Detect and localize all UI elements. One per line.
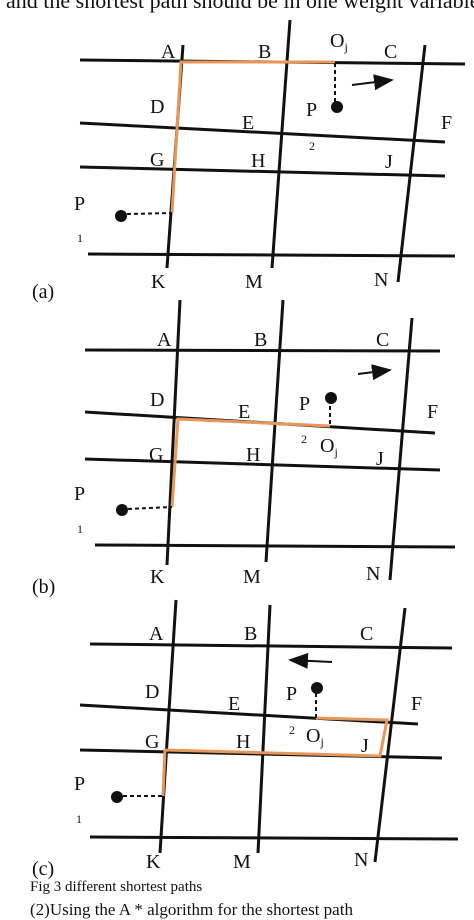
label-p2-sub: 2 (301, 432, 307, 446)
label-b: B (258, 41, 271, 63)
label-f: F (427, 401, 438, 423)
label-oj: Oj (330, 30, 348, 54)
point-p1 (116, 504, 128, 516)
label-a: A (161, 41, 176, 63)
label-p2: P (286, 683, 297, 705)
label-c: C (384, 41, 397, 63)
shortest-path (161, 716, 389, 797)
label-j: J (385, 151, 393, 173)
label-p1: P (74, 193, 85, 215)
road (158, 599, 178, 854)
label-p1-sub: 1 (77, 522, 83, 536)
panel-label-a: (a) (32, 281, 54, 303)
label-b: B (254, 329, 267, 351)
road (256, 604, 272, 854)
panel-label-b: (b) (32, 576, 55, 598)
figure-caption: Fig 3 different shortest paths (30, 879, 203, 895)
arrow-right (357, 364, 392, 381)
label-a: A (149, 623, 164, 645)
label-g: G (145, 731, 159, 753)
label-p2-sub: 2 (309, 139, 315, 153)
label-f: F (441, 112, 452, 134)
label-m: M (245, 271, 263, 293)
label-h: H (251, 150, 265, 172)
road (388, 317, 414, 581)
road (84, 457, 441, 472)
label-j: J (376, 448, 384, 470)
road (79, 121, 446, 144)
label-p1: P (74, 773, 85, 795)
label-e: E (228, 693, 240, 715)
arrow-right (351, 74, 394, 91)
label-n: N (374, 269, 388, 291)
label-d: D (150, 96, 164, 118)
panel-a: A B C D E F G H J K M N Oj P 2 P 1 (a) (32, 19, 466, 303)
label-p1-sub: 1 (76, 812, 82, 826)
label-k: K (150, 566, 165, 588)
label-b: B (244, 623, 257, 645)
label-p2-sub: 2 (289, 723, 295, 737)
road (84, 348, 441, 353)
road (165, 299, 182, 566)
road (264, 299, 285, 563)
label-oj: Oj (320, 435, 338, 459)
road (79, 703, 419, 726)
label-c: C (376, 329, 389, 351)
label-m: M (233, 851, 251, 873)
panel-c: A B C D E F G H J K M N P 2 Oj P 1 (c) (32, 599, 459, 880)
arrow-left (288, 652, 333, 669)
label-k: K (151, 271, 166, 293)
road (373, 607, 407, 863)
point-p1 (115, 210, 127, 222)
label-g: G (150, 149, 164, 171)
panel-label-c: (c) (32, 858, 54, 880)
label-n: N (354, 849, 368, 871)
p1-connector (126, 212, 173, 215)
label-p2: P (299, 393, 310, 415)
label-d: D (150, 389, 164, 411)
label-m: M (243, 566, 261, 588)
label-j: J (361, 735, 369, 757)
label-h: H (246, 444, 260, 466)
road (89, 642, 453, 650)
p1-connector (127, 506, 173, 510)
shortest-path (170, 60, 335, 214)
label-a: A (157, 329, 172, 351)
point-p1 (111, 791, 123, 803)
road (270, 19, 292, 269)
label-g: G (149, 444, 163, 466)
label-e: E (242, 112, 254, 134)
label-c: C (360, 623, 373, 645)
label-oj: Oj (306, 725, 324, 749)
road (79, 165, 446, 178)
bottom-text: (2)Using the A * algorithm for the short… (30, 900, 353, 919)
point-p2 (325, 392, 337, 404)
road (396, 44, 427, 283)
point-p2 (331, 101, 343, 113)
label-f: F (411, 693, 422, 715)
label-d: D (145, 681, 159, 703)
label-h: H (236, 731, 250, 753)
point-p2 (311, 682, 323, 694)
label-p1-sub: 1 (77, 231, 83, 245)
shortest-path (170, 417, 331, 508)
road (89, 835, 459, 841)
top-text: and the shortest path should be in one w… (6, 0, 474, 13)
road (94, 543, 456, 549)
label-p1: P (74, 483, 85, 505)
label-k: K (146, 851, 161, 873)
label-p2: P (306, 99, 317, 121)
panel-b: A B C D E F G H J K M N P 2 Oj P 1 (b) (32, 299, 456, 598)
label-n: N (366, 563, 380, 585)
label-e: E (238, 401, 250, 423)
